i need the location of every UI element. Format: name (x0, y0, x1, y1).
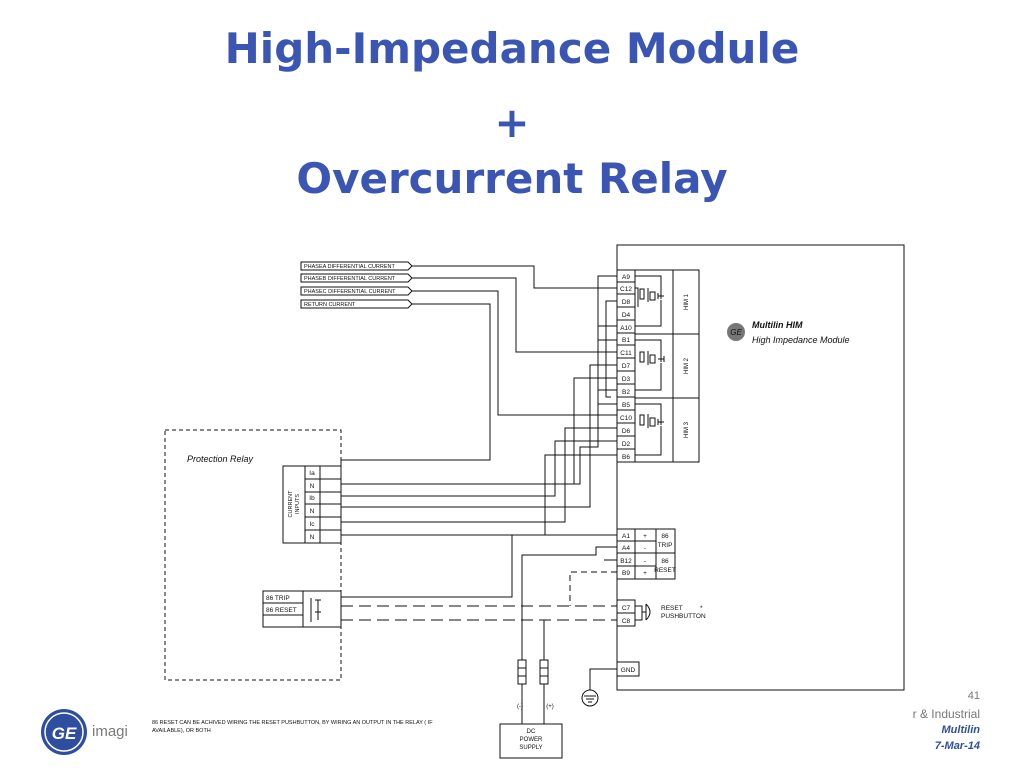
power-pos-label: (+) (546, 704, 554, 710)
svg-text:GE: GE (52, 724, 77, 743)
relay-terminal-label: N (310, 508, 315, 515)
dc-power-supply (499, 723, 563, 759)
terminal-label: A9 (622, 274, 630, 281)
relay-terminal-label: Ic (309, 521, 315, 528)
terminal-label: D6 (622, 428, 631, 435)
footer-page-number: 41 (967, 690, 980, 702)
protection-relay-title: Protection Relay (187, 454, 254, 464)
diagram-note-line1: 86 RESET CAN BE ACHIVED WIRING THE RESET… (152, 720, 433, 726)
polarity-label: + (643, 570, 647, 577)
footer-division: r & Industrial (912, 707, 980, 721)
polarity-label: - (644, 545, 646, 552)
terminal-label: D4 (622, 312, 631, 319)
power-label-line2: POWER (520, 737, 543, 743)
terminal-label: D3 (622, 376, 631, 383)
reset-label: 86 (661, 558, 669, 565)
terminal-label: C12 (620, 286, 632, 293)
input-label-return: RETURN CURRENT (304, 302, 356, 308)
footer-tagline: imagi (92, 723, 128, 740)
terminal-label: B6 (622, 454, 630, 461)
him-subtitle: High Impedance Module (752, 335, 850, 345)
relay-terminal-label: N (310, 483, 315, 490)
trip-label: TRIP (658, 542, 673, 549)
terminal-label: D8 (622, 299, 631, 306)
input-label-b: PHASEB DIFFERENTIAL CURRENT (304, 276, 396, 282)
terminal-label: B12 (620, 558, 632, 565)
reset-label: RESET (654, 567, 676, 574)
relay-terminal-label: Ia (309, 470, 315, 477)
input-label-a: PHASEA DIFFERENTIAL CURRENT (304, 264, 396, 270)
terminal-label: D2 (622, 441, 631, 448)
terminal-label: A10 (620, 325, 632, 332)
terminal-label: A1 (622, 533, 630, 540)
relay-terminal-label: Ib (309, 495, 315, 502)
polarity-label: - (644, 558, 646, 565)
relay-86-reset-label: 86 RESET (266, 607, 297, 614)
terminal-label: C8 (622, 618, 631, 625)
pushbutton-label: RESET (661, 605, 683, 612)
protection-relay-enclosure (164, 429, 342, 681)
ge-logo-small-icon (727, 323, 745, 341)
terminal-label: B2 (622, 389, 630, 396)
gnd-label: GND (621, 667, 636, 674)
power-label-line3: SUPPLY (519, 745, 542, 751)
input-label-c: PHASEC DIFFERENTIAL CURRENT (304, 289, 396, 295)
terminal-label: C7 (622, 605, 631, 612)
terminal-label: B5 (622, 402, 630, 409)
trip-label: 86 (661, 533, 669, 540)
relay-86-trip-label: 86 TRIP (266, 595, 290, 602)
ge-logo-icon: GE (41, 709, 87, 755)
module-label-3: HIM 3 (684, 421, 690, 438)
him-enclosure (616, 244, 905, 691)
polarity-label: + (643, 533, 647, 540)
him-brand: Multilin HIM (752, 320, 803, 330)
current-inputs-label: INPUTS (295, 494, 301, 515)
slide-title-line-1: High-Impedance Module (224, 24, 800, 73)
terminal-label: C10 (620, 415, 632, 422)
terminal-label: D7 (622, 363, 631, 370)
terminal-label: B9 (622, 570, 630, 577)
power-neg-label: (-) (517, 704, 523, 710)
relay-terminal-label: N (310, 534, 315, 541)
footer-brand: Multilin (941, 724, 981, 736)
terminal-label: B1 (622, 337, 630, 344)
diagram-note-line2: AVAILABLE), OR BOTH (152, 728, 211, 734)
power-label-line1: DC (527, 729, 536, 735)
slide-title-line-3: Overcurrent Relay (296, 154, 728, 203)
pushbutton-note-mark: * (700, 605, 703, 612)
footer-date: 7-Mar-14 (934, 740, 980, 752)
terminal-label: A4 (622, 545, 630, 552)
module-label-2: HIM 2 (684, 357, 690, 374)
slide-title-line-2: + (494, 98, 530, 147)
svg-text:GE: GE (730, 328, 742, 337)
current-inputs-label: CURRENT (288, 490, 294, 518)
terminal-label: C11 (620, 350, 632, 357)
pushbutton-label: PUSHBUTTON (661, 613, 706, 620)
module-label-1: HIM 1 (684, 293, 690, 310)
